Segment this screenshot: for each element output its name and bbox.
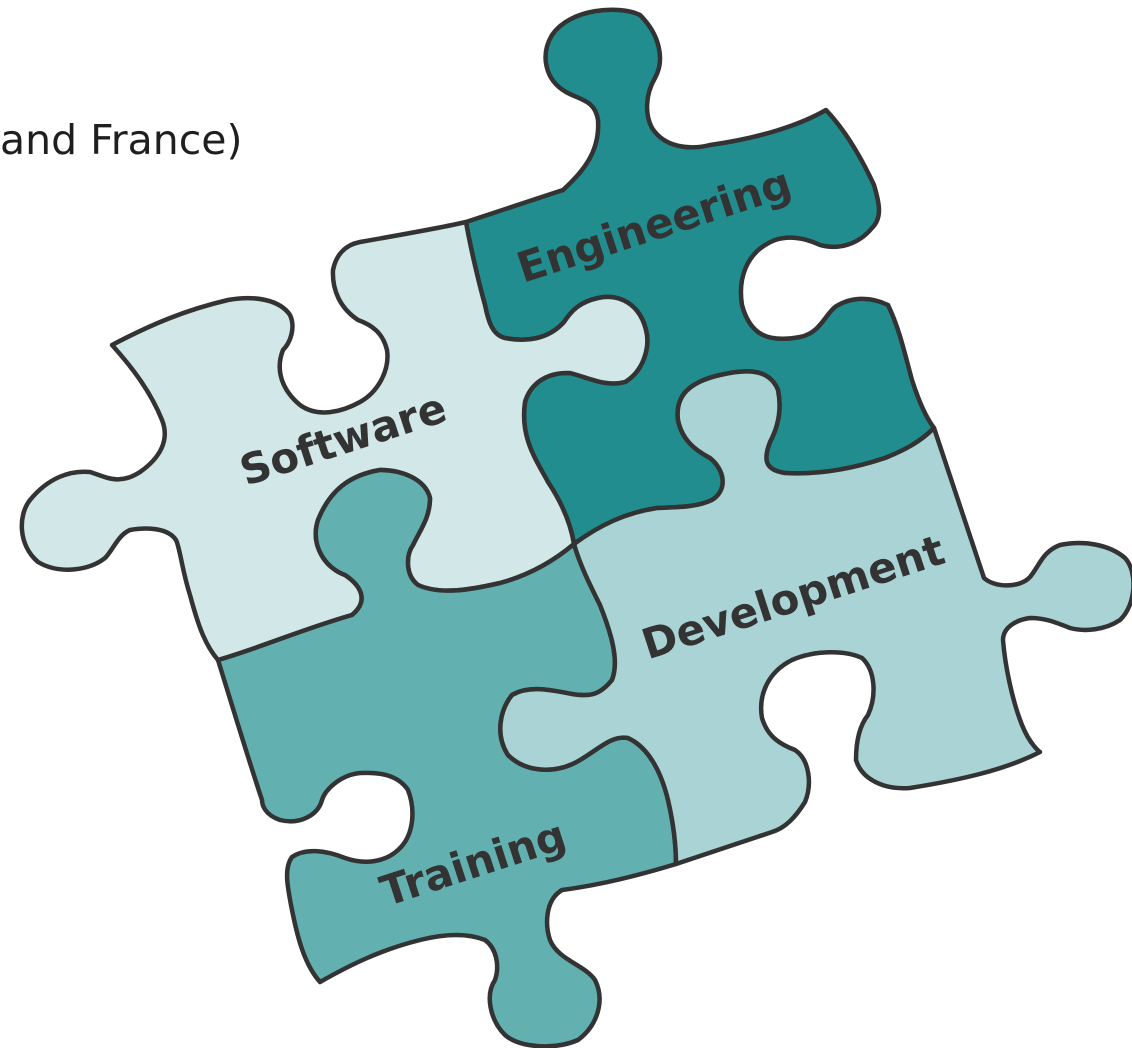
training-piece bbox=[215, 467, 679, 1048]
development-piece bbox=[498, 369, 1132, 867]
page-caption: and France) bbox=[0, 116, 243, 164]
software-piece bbox=[19, 219, 650, 663]
